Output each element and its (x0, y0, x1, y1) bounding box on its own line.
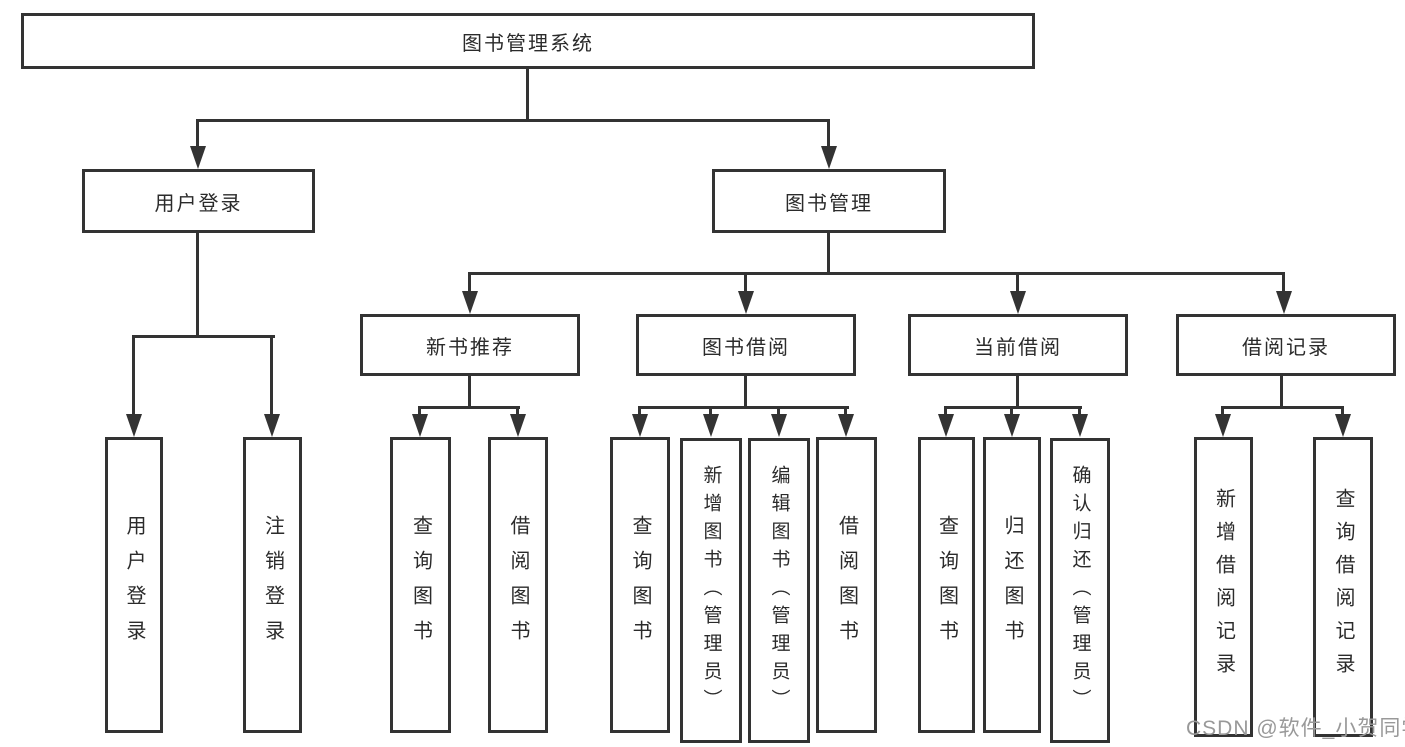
connector-borrow-rail (638, 406, 849, 409)
node-label: 新增借阅记录 (1212, 488, 1235, 686)
node-label: 图书管理系统 (462, 32, 594, 55)
node-leaf-add-borrow-record: 新增借阅记录 (1194, 437, 1253, 737)
node-label: 确认归还（管理员） (1069, 464, 1091, 717)
node-leaf-borrow-books: 借阅图书 (816, 437, 877, 733)
connector-current-stub (1016, 376, 1019, 409)
arrowhead-down-icon (938, 414, 954, 437)
arrowhead-down-icon (771, 414, 787, 437)
connector-arrow-shaft (827, 120, 830, 148)
connector-arrow-shaft (270, 337, 273, 417)
connector-arrow-shaft (468, 274, 471, 294)
node-label: 查询图书 (409, 515, 432, 655)
connector-arrow-shaft (844, 408, 847, 417)
arrowhead-down-icon (510, 414, 526, 437)
connector-arrow-shaft (1078, 408, 1081, 417)
node-label: 当前借阅 (974, 336, 1062, 359)
connector-arrow-shaft (944, 408, 947, 417)
arrowhead-down-icon (412, 414, 428, 437)
arrowhead-down-icon (462, 291, 478, 314)
connector-recommend-rail (418, 406, 520, 409)
arrowhead-down-icon (1215, 414, 1231, 437)
connector-bookmgmt-stub (827, 233, 830, 275)
connector-current-rail (944, 406, 1082, 409)
connector-root-stub (526, 69, 529, 122)
node-leaf-add-books-admin: 新增图书（管理员） (680, 438, 742, 743)
node-label: 用户登录 (154, 192, 243, 215)
connector-login-stub (196, 233, 199, 338)
connector-arrow-shaft (196, 120, 199, 148)
node-label: 借阅记录 (1242, 336, 1330, 359)
node-label: 图书借阅 (702, 336, 790, 359)
connector-records-stub (1280, 376, 1283, 409)
node-label: 新增图书（管理员） (700, 464, 722, 717)
arrowhead-down-icon (1004, 414, 1020, 437)
node-label: 编辑图书（管理员） (768, 464, 790, 717)
node-leaf-confirm-return-admin: 确认归还（管理员） (1050, 438, 1110, 743)
connector-level3-rail (468, 272, 1285, 275)
node-leaf-user-login: 用户登录 (105, 437, 163, 733)
connector-arrow-shaft (1016, 274, 1019, 294)
node-label: 用户登录 (123, 515, 145, 655)
csdn-watermark: CSDN @软件_小贺同学 (1186, 717, 1405, 740)
connector-arrow-shaft (418, 408, 421, 417)
connector-borrow-stub (744, 376, 747, 409)
node-user-login: 用户登录 (82, 169, 315, 233)
arrowhead-down-icon (264, 414, 280, 437)
connector-arrow-shaft (1341, 408, 1344, 417)
node-leaf-query-borrow-record: 查询借阅记录 (1313, 437, 1373, 737)
connector-login-rail (132, 335, 275, 338)
connector-records-rail (1221, 406, 1344, 409)
arrowhead-down-icon (821, 146, 837, 169)
node-leaf-query-books-borrow: 查询图书 (610, 437, 670, 733)
node-label: 图书管理 (785, 192, 873, 215)
connector-recommend-stub (468, 376, 471, 409)
node-leaf-logout: 注销登录 (243, 437, 302, 733)
node-label: 查询图书 (935, 515, 958, 655)
node-label: 新书推荐 (426, 336, 514, 359)
connector-arrow-shaft (777, 408, 780, 417)
node-book-management: 图书管理 (712, 169, 946, 233)
node-leaf-query-books-current: 查询图书 (918, 437, 975, 733)
arrowhead-down-icon (703, 414, 719, 437)
node-label: 归还图书 (1001, 515, 1023, 655)
connector-arrow-shaft (638, 408, 641, 417)
connector-arrow-shaft (1221, 408, 1224, 417)
arrowhead-down-icon (632, 414, 648, 437)
node-leaf-borrow-books-recommend: 借阅图书 (488, 437, 548, 733)
node-root-system: 图书管理系统 (21, 13, 1035, 69)
connector-level2-rail (196, 119, 830, 122)
node-label: 借阅图书 (835, 515, 858, 655)
connector-arrow-shaft (1282, 274, 1285, 294)
arrowhead-down-icon (190, 146, 206, 169)
node-leaf-edit-books-admin: 编辑图书（管理员） (748, 438, 810, 743)
connector-arrow-shaft (744, 274, 747, 294)
node-current-borrow: 当前借阅 (908, 314, 1128, 376)
arrowhead-down-icon (1010, 291, 1026, 314)
connector-arrow-shaft (132, 337, 135, 417)
node-label: 注销登录 (261, 515, 284, 655)
arrowhead-down-icon (838, 414, 854, 437)
arrowhead-down-icon (1072, 414, 1088, 437)
node-leaf-query-books-recommend: 查询图书 (390, 437, 451, 733)
node-label: 查询图书 (629, 515, 651, 655)
node-label: 借阅图书 (507, 515, 529, 655)
arrowhead-down-icon (1335, 414, 1351, 437)
arrowhead-down-icon (738, 291, 754, 314)
node-leaf-return-books: 归还图书 (983, 437, 1041, 733)
arrowhead-down-icon (126, 414, 142, 437)
arrowhead-down-icon (1276, 291, 1292, 314)
connector-arrow-shaft (709, 408, 712, 417)
node-label: 查询借阅记录 (1332, 488, 1354, 686)
connector-arrow-shaft (516, 408, 519, 417)
node-new-book-recommend: 新书推荐 (360, 314, 580, 376)
node-book-borrow: 图书借阅 (636, 314, 856, 376)
node-borrow-records: 借阅记录 (1176, 314, 1396, 376)
connector-arrow-shaft (1010, 408, 1013, 417)
